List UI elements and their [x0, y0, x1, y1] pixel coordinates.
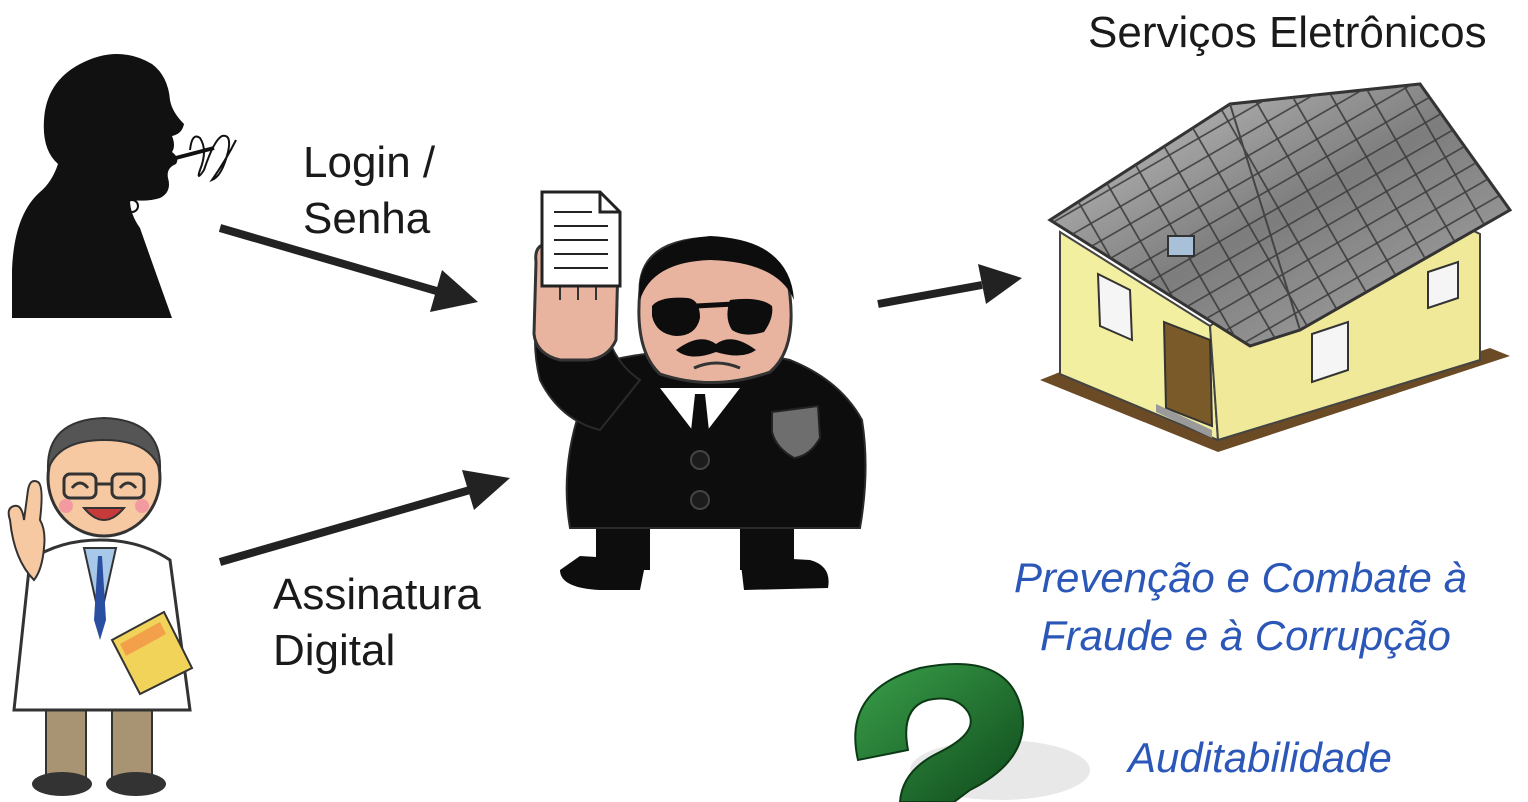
house-icon: [1040, 82, 1513, 452]
login-label-line2: Senha: [303, 194, 431, 243]
arrow-guard-to-services: [877, 264, 1022, 308]
audit-label: Auditabilidade: [1128, 734, 1392, 781]
prevention-label-line1: Prevenção e Combate à: [1014, 554, 1467, 601]
speaking-person-silhouette-icon: [12, 54, 237, 318]
services-title: Serviços Eletrônicos: [1088, 8, 1487, 57]
arrow-signature-to-guard: [218, 470, 510, 566]
security-guard-icon: [532, 236, 867, 590]
login-label-line1: Login /: [303, 138, 436, 187]
question-mark-icon: [854, 663, 1090, 802]
signature-label-line2: Digital: [273, 626, 396, 675]
document-icon: [540, 190, 622, 288]
arrow-login-to-guard: [218, 224, 478, 312]
doctor-icon: [7, 416, 194, 796]
prevention-label-line2: Fraude e à Corrupção: [1040, 612, 1451, 659]
signature-label-line1: Assinatura: [273, 570, 481, 619]
